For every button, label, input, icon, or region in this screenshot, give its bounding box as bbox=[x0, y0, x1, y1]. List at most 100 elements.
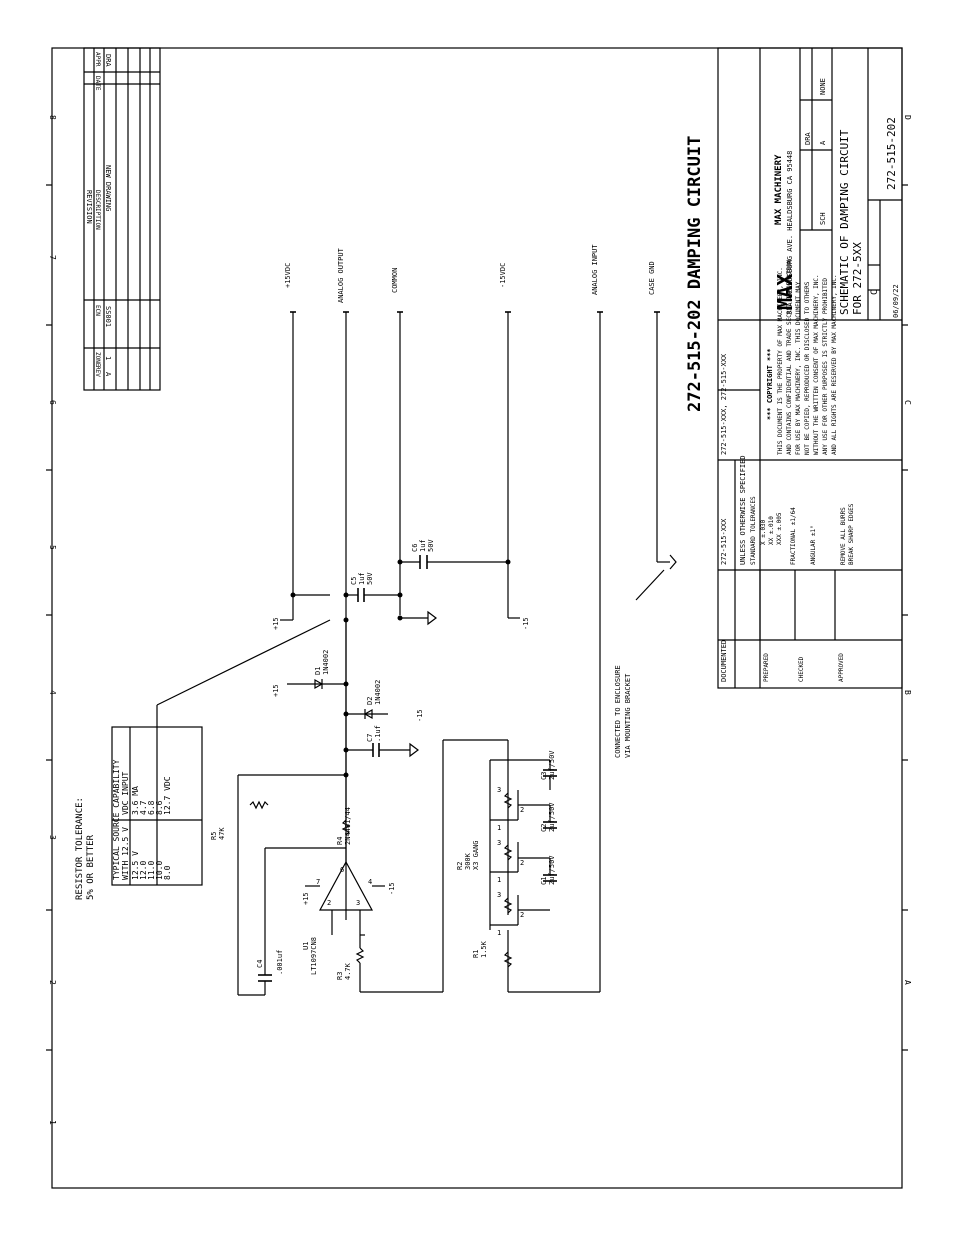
r2-pin-2b: 2 bbox=[520, 859, 524, 867]
tb-top-assy: DOCUMENTED bbox=[720, 640, 728, 682]
zone-ticks bbox=[46, 184, 908, 1051]
r2-val1: 300K bbox=[464, 852, 472, 870]
tb-rev-label: A bbox=[819, 140, 827, 145]
source-capability-table bbox=[111, 619, 331, 886]
tb-size: C bbox=[870, 290, 880, 295]
r2-pin-2c: 2 bbox=[520, 911, 524, 919]
zone-number: 8 bbox=[48, 115, 57, 120]
revision-row-ecn: SS001 bbox=[104, 306, 112, 327]
tb-tolerance-7: BREAK SHARP EDGES bbox=[848, 503, 855, 565]
tb-tolerance-3: XXX ±.005 bbox=[776, 512, 783, 545]
zone-number: 2 bbox=[48, 980, 57, 985]
output-stage bbox=[287, 620, 419, 852]
revision-row-appr: DRA bbox=[104, 54, 112, 67]
tb-tolerance-5: ANGULAR ±1° bbox=[810, 525, 817, 565]
tb-copyright: *** COPYRIGHT *** bbox=[766, 348, 774, 420]
tb-tolerance-1: X ±.030 bbox=[760, 519, 767, 545]
c5-val1: 1uf bbox=[358, 572, 366, 585]
c3-val: 2uf/50V bbox=[548, 750, 556, 780]
tb-copyright-2: FOR USE BY MAX MACHINERY, INC. THIS DOCU… bbox=[795, 281, 802, 455]
tb-dwg-no: 272-515-202 bbox=[885, 117, 898, 190]
source-table-right-2: 6.8 bbox=[147, 800, 156, 815]
tb-copyright-6: AND ALL RIGHTS ARE RESERVED BY MAX MACHI… bbox=[831, 274, 838, 455]
case-ground-connector bbox=[635, 554, 677, 601]
tb-label-prepared: PREPARED bbox=[763, 653, 770, 682]
zone-number: 7 bbox=[48, 255, 57, 260]
tb-company: MAX MACHINERY bbox=[774, 154, 784, 225]
tb-used-on: 272-515-XXX bbox=[720, 518, 728, 565]
u1-ref: U1 bbox=[302, 942, 310, 950]
net-label-p15: +15VDC bbox=[284, 263, 292, 288]
supply-pos-label-u1: +15 bbox=[302, 892, 310, 905]
revision-header: REVISION bbox=[85, 190, 93, 224]
tb-tolerance-6: REMOVE ALL BURRS bbox=[840, 507, 847, 565]
tb-copyright-3: NOT BE COPIED, REPRODUCED OR DISCLOSED T… bbox=[804, 281, 811, 455]
source-table-left-4: 8.0 bbox=[163, 865, 172, 880]
r2-pin-3a: 3 bbox=[497, 786, 501, 794]
revision-block: REVISION REV ZONE ECN DESCRIPTION DATE A… bbox=[83, 47, 161, 391]
r1-val: 1.5K bbox=[480, 940, 488, 958]
d2-ref: D2 bbox=[366, 697, 374, 705]
d1-ref: D1 bbox=[314, 667, 322, 675]
supply-connections bbox=[280, 555, 520, 626]
revision-col-date: DATE bbox=[94, 76, 101, 91]
note-connected-2: VIA MOUNTING BRACKET bbox=[624, 673, 632, 758]
r4-val: 2N4401/44 bbox=[344, 807, 352, 845]
r1-ref: R1 bbox=[472, 950, 480, 958]
c4-ref: C4 bbox=[256, 960, 264, 968]
tb-tolerance-2: XX ±.010 bbox=[768, 516, 775, 545]
c6-ref: C6 bbox=[411, 544, 419, 552]
supply-neg-label-u1: -15 bbox=[388, 882, 396, 895]
tb-tolerance-4: FRACTIONAL ±1/64 bbox=[790, 507, 797, 565]
r5-val: 47K bbox=[218, 827, 226, 840]
revision-row-description: NEW DRAWING bbox=[104, 165, 112, 211]
zone-numbers: 8 7 6 5 4 3 2 1 D C B A bbox=[48, 115, 912, 1125]
tb-date: 06/09/22 bbox=[892, 284, 900, 318]
tb-copyright-4: WITHOUT THE WRITTEN CONSENT OF MAX MACHI… bbox=[813, 274, 820, 455]
r2-pin-1a: 1 bbox=[497, 824, 501, 832]
note-connected-1: CONNECTED TO ENCLOSURE bbox=[614, 665, 622, 758]
source-table-right-0: 3.6 MA bbox=[131, 786, 140, 815]
source-table-left-1: 12.0 bbox=[139, 861, 148, 880]
zone-letter: C bbox=[903, 400, 912, 405]
r4-ref: R4 bbox=[336, 837, 344, 845]
revision-col-description: DESCRIPTION bbox=[94, 190, 101, 230]
tb-copyright-5: ANY USE FOR OTHER PURPOSES IS STRICTLY P… bbox=[822, 278, 829, 455]
supply-neg-label: -15 bbox=[522, 617, 530, 630]
revision-col-appr: APPR bbox=[94, 52, 101, 67]
tb-scale: NONE bbox=[819, 78, 827, 95]
supply-pos-label-d1: +15 bbox=[272, 684, 280, 697]
source-table-title: TYPICAL SOURCE CAPABILITY bbox=[112, 759, 121, 880]
revision-row-rev: A bbox=[104, 372, 112, 377]
r2-val2: X3 GANG bbox=[472, 840, 480, 870]
net-label-analog-input: ANALOG INPUT bbox=[591, 244, 599, 295]
gang-potentiometer-r2 bbox=[489, 759, 600, 993]
feedback-network bbox=[237, 774, 346, 996]
revision-col-zone: ZONE bbox=[94, 352, 101, 367]
net-label-case-gnd: CASE GND bbox=[648, 261, 656, 295]
zone-number: 6 bbox=[48, 400, 57, 405]
c7-val: .1uf bbox=[374, 725, 382, 742]
r5-ref: R5 bbox=[210, 832, 218, 840]
tb-company-logo: MAX bbox=[773, 274, 797, 310]
zone-number: 5 bbox=[48, 545, 57, 550]
c5-val2: 50V bbox=[366, 572, 374, 585]
r3-ref: R3 bbox=[336, 972, 344, 980]
zone-letter: A bbox=[903, 980, 912, 985]
net-label-analog-output: ANALOG OUTPUT bbox=[337, 247, 345, 303]
pin-6: 6 bbox=[340, 866, 344, 874]
source-table-left-2: 11.0 bbox=[147, 861, 156, 880]
c6-val1: 1uf bbox=[419, 539, 427, 552]
tb-next-assy: 272-515-XXX, 272-515-XXX bbox=[720, 353, 728, 455]
supply-pos-label: +15 bbox=[272, 617, 280, 630]
zone-letter: D bbox=[903, 115, 912, 120]
r2-pin-1c: 1 bbox=[497, 929, 501, 937]
c2-ref: C2 bbox=[540, 824, 548, 832]
r2-pin-3b: 3 bbox=[497, 839, 501, 847]
zone-number: 1 bbox=[48, 1120, 57, 1125]
tb-copyright-0: THIS DOCUMENT IS THE PROPERTY OF MAX MAC… bbox=[777, 267, 784, 455]
pin-7: 7 bbox=[316, 878, 320, 886]
note-resistor-tol-2: 5% OR BETTER bbox=[86, 834, 96, 900]
